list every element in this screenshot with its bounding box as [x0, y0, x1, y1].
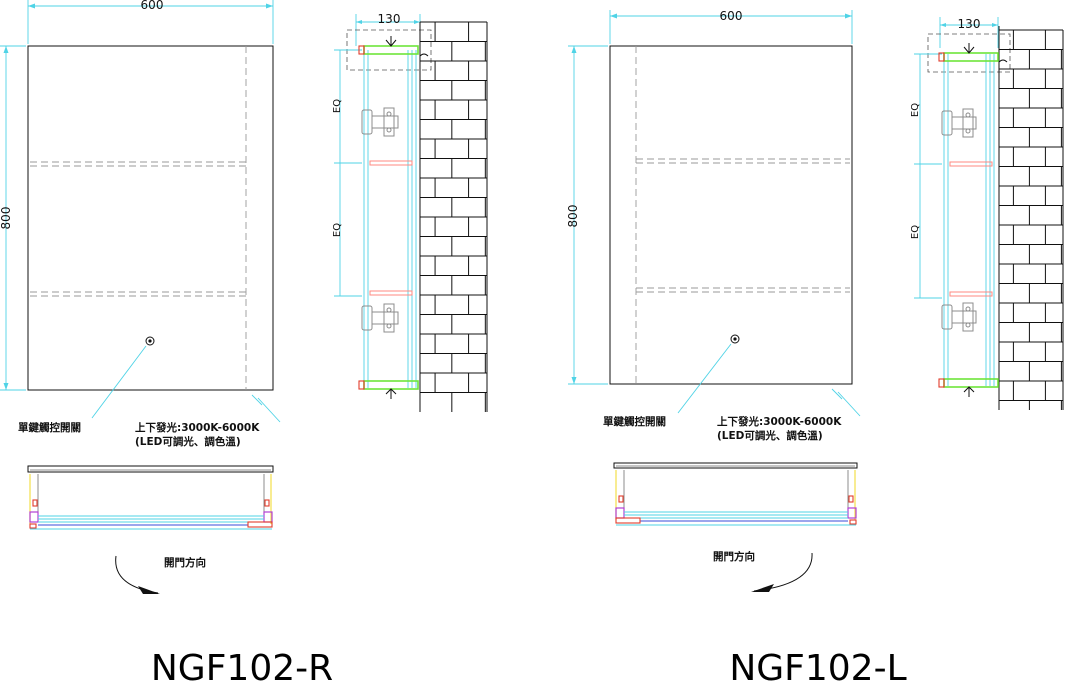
door-direction-label: 開門方向	[164, 556, 206, 569]
hinge-icon	[941, 302, 977, 332]
light-label-line1: 上下發光:3000K-6000K	[717, 415, 842, 428]
height-dimension-label: 800	[566, 205, 580, 228]
arrow-icon	[138, 586, 160, 594]
eq-top-label: EQ	[910, 103, 921, 117]
switch-label: 單鍵觸控開關	[18, 421, 81, 434]
mirror-panel	[609, 45, 853, 385]
drawing-ngf102-l: 600 800 單鍵觸控開關 上下發光:3000K-6000K (LED可調光、…	[566, 9, 1064, 689]
top-plan-view-l	[613, 462, 858, 526]
side-section-r: 130 EQ EQ	[332, 12, 488, 412]
touch-switch-icon	[145, 336, 155, 346]
light-label-line1: 上下發光:3000K-6000K	[135, 421, 260, 434]
width-dimension-label: 600	[141, 0, 164, 12]
front-view-l: 600 800 單鍵觸控開關 上下發光:3000K-6000K (LED可調光、…	[566, 9, 861, 442]
door-direction-l: 開門方向	[713, 550, 813, 592]
mirror-panel	[27, 45, 274, 391]
door-direction-label: 開門方向	[713, 550, 755, 563]
eq-bottom-label: EQ	[910, 225, 921, 239]
light-label-line2: (LED可調光、調色溫)	[717, 429, 823, 442]
drawing-ngf102-r: 600 800 單鍵觸控開關 上下發光:3000K-	[0, 0, 488, 689]
model-title-r: NGF102-R	[151, 648, 333, 689]
hinge-icon	[361, 303, 399, 333]
switch-label: 單鍵觸控開關	[603, 415, 666, 428]
height-dimension-label: 800	[0, 207, 13, 230]
light-label-line2: (LED可調光、調色溫)	[135, 435, 241, 448]
depth-dimension-label: 130	[958, 17, 981, 31]
top-plan-view-r	[27, 465, 274, 530]
front-view-r: 600 800 單鍵觸控開關 上下發光:3000K-	[0, 0, 281, 448]
eq-bottom-label: EQ	[332, 223, 343, 237]
brick-wall	[420, 21, 488, 412]
eq-top-label: EQ	[332, 99, 343, 113]
model-title-l: NGF102-L	[729, 648, 906, 689]
depth-dimension-label: 130	[378, 12, 401, 26]
brick-wall	[999, 29, 1064, 410]
side-section-l: 130 EQ EQ	[910, 17, 1064, 410]
hinge-icon	[941, 108, 977, 138]
hinge-icon	[361, 107, 399, 137]
door-direction-r: 開門方向	[115, 555, 206, 594]
touch-switch-icon	[730, 334, 740, 344]
width-dimension-label: 600	[720, 9, 743, 23]
arrow-icon	[751, 584, 774, 592]
